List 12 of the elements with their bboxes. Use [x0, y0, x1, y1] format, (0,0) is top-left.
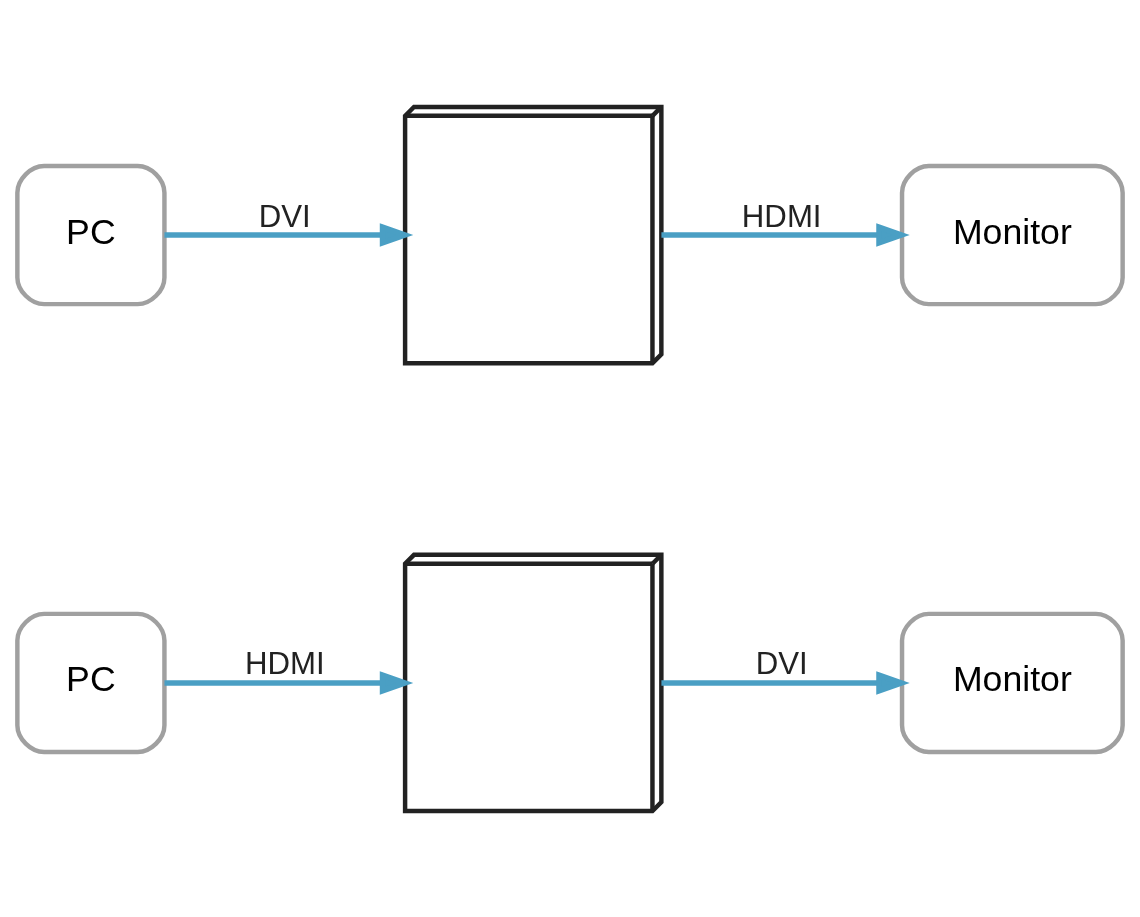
- node-box: Monitor: [899, 611, 1125, 754]
- arrow: [661, 670, 910, 695]
- edge-label: HDMI: [741, 198, 822, 234]
- node-box: PC: [15, 611, 167, 754]
- node-box: Monitor: [899, 163, 1125, 306]
- node-box: PC: [15, 163, 167, 306]
- arrow: [164, 670, 414, 695]
- edge-label: HDMI: [244, 645, 325, 681]
- edge-label: DVI: [258, 198, 311, 234]
- arrow: [661, 222, 910, 247]
- arrow: [164, 222, 414, 247]
- edge-label: DVI: [755, 645, 808, 681]
